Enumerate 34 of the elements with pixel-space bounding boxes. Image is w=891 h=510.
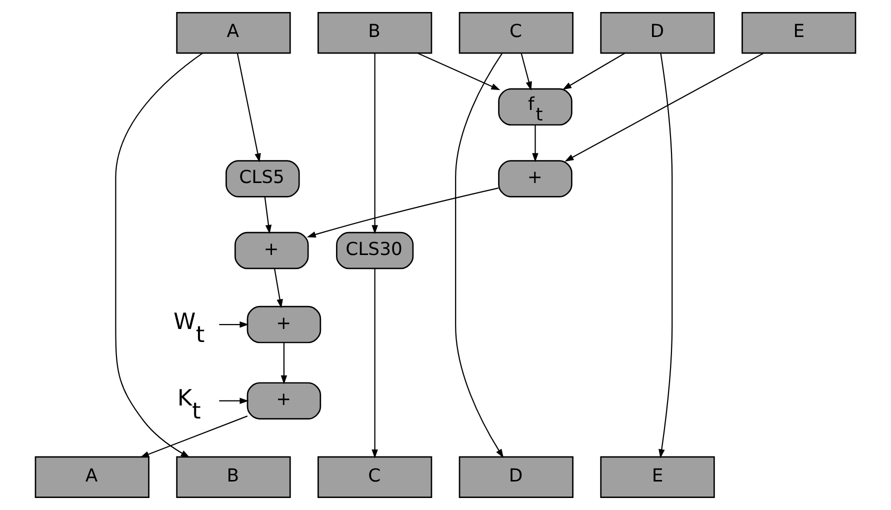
arrow bbox=[219, 321, 249, 328]
arrow bbox=[562, 52, 626, 90]
node-box: B bbox=[318, 12, 432, 54]
node-box: B bbox=[176, 456, 291, 498]
arrow bbox=[236, 53, 261, 162]
arrow bbox=[219, 398, 249, 404]
arrow bbox=[274, 268, 283, 308]
node-box: C bbox=[318, 456, 432, 498]
arrow bbox=[532, 124, 538, 162]
arrow bbox=[372, 53, 378, 234]
arrow bbox=[658, 53, 673, 458]
node-box: C bbox=[458, 12, 574, 54]
node-box: A bbox=[176, 12, 291, 54]
arrow bbox=[564, 52, 764, 162]
arrow bbox=[372, 268, 378, 458]
node-box: + bbox=[246, 382, 322, 420]
arrow bbox=[418, 52, 500, 90]
node-box: E bbox=[742, 12, 856, 54]
node-box: D bbox=[600, 12, 715, 54]
node-box: + bbox=[234, 232, 309, 270]
arrow bbox=[115, 52, 203, 458]
arrow bbox=[280, 342, 288, 384]
arrow bbox=[264, 196, 272, 234]
arrow bbox=[455, 53, 504, 458]
node-box: A bbox=[34, 456, 150, 498]
node-box: + bbox=[498, 160, 572, 198]
node-box: + bbox=[246, 306, 322, 344]
node-box: CLS5 bbox=[226, 160, 300, 198]
node-box: D bbox=[458, 456, 574, 498]
arrow bbox=[140, 416, 248, 458]
arrow bbox=[520, 53, 532, 91]
arrow bbox=[306, 187, 499, 238]
node-box: E bbox=[600, 456, 715, 498]
node-box: CLS30 bbox=[336, 232, 414, 270]
